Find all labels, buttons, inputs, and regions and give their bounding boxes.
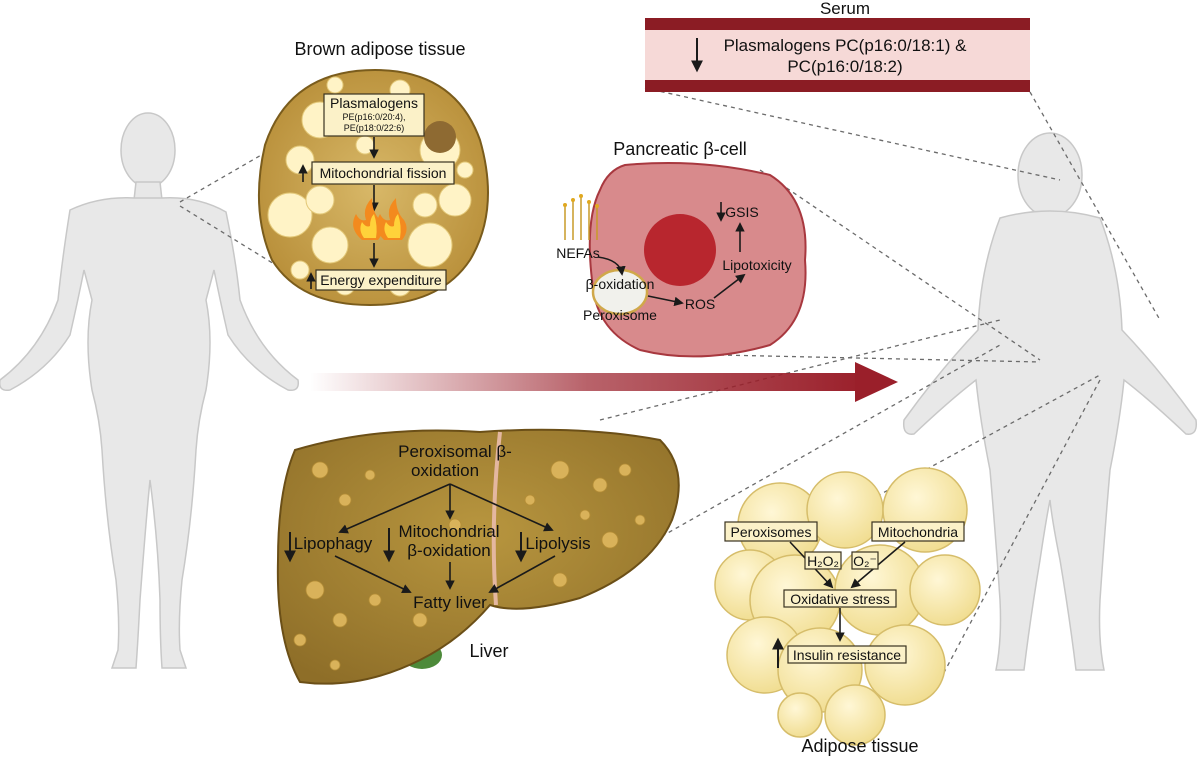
beta-gsis-label: GSIS [725,204,758,220]
beta-title: Pancreatic β-cell [613,139,746,159]
transition-arrow [310,362,898,402]
liver-fat-droplets [293,460,646,671]
brown-adipose-panel: Brown adipose tissue Plasmalogens PE(p16… [257,39,489,307]
bat-pe-label-1: PE(p16:0/20:4), [342,112,405,122]
bat-plasmalogens-label: Plasmalogens [330,95,418,111]
liver-lipophagy-label: Lipophagy [294,534,373,553]
liver-peroxisomal-label-2: oxidation [411,461,479,480]
beta-ros-label: ROS [685,296,715,312]
adipose-title: Adipose tissue [801,736,918,756]
serum-line-1: Plasmalogens PC(p16:0/18:1) & [724,36,968,55]
serum-panel: Serum Plasmalogens PC(p16:0/18:1) & PC(p… [645,0,1030,92]
lean-human-figure [0,112,300,669]
liver-title: Liver [469,641,508,661]
liver-shape [276,428,680,685]
beta-cell-panel: Pancreatic β-cell NEFAs β-oxidation Pero… [556,139,807,358]
adipose-h2o2-label: H₂O₂ [807,553,839,569]
nefa-molecules [564,196,598,240]
liver-fatty-label: Fatty liver [413,593,487,612]
liver-panel: Peroxisomal β- oxidation Lipophagy Mitoc… [276,428,680,685]
bat-nucleus [424,121,456,153]
liver-mito-label-1: Mitochondrial [398,522,499,541]
adipose-o2-label: O₂⁻ [853,553,877,569]
liver-peroxisomal-label-1: Peroxisomal β- [398,442,512,461]
adipose-insulin-label: Insulin resistance [793,647,901,663]
beta-nefas-label: NEFAs [556,245,600,261]
beta-peroxisome-label: Peroxisome [583,307,657,323]
beta-nucleus [644,214,716,286]
bat-title: Brown adipose tissue [294,39,465,59]
beta-oxidation-label: β-oxidation [586,276,655,292]
obese-human-figure [902,132,1198,671]
bat-energy-label: Energy expenditure [320,272,442,288]
liver-lipolysis-label: Lipolysis [525,534,590,553]
bat-pe-label-2: PE(p18:0/22:6) [344,123,405,133]
adipose-oxidative-label: Oxidative stress [790,591,890,607]
serum-title: Serum [820,0,870,18]
adipose-panel: Peroxisomes Mitochondria H₂O₂ O₂⁻ Oxidat… [714,467,981,756]
liver-mito-label-2: β-oxidation [407,541,491,560]
bat-fission-label: Mitochondrial fission [320,165,447,181]
flame-icon [353,198,407,240]
dashed-connectors [179,87,1161,681]
serum-line-2: PC(p16:0/18:2) [787,57,902,76]
adipose-mitochondria-label: Mitochondria [878,524,958,540]
adipose-peroxisomes-label: Peroxisomes [731,524,812,540]
beta-lipotoxicity-label: Lipotoxicity [722,257,791,273]
